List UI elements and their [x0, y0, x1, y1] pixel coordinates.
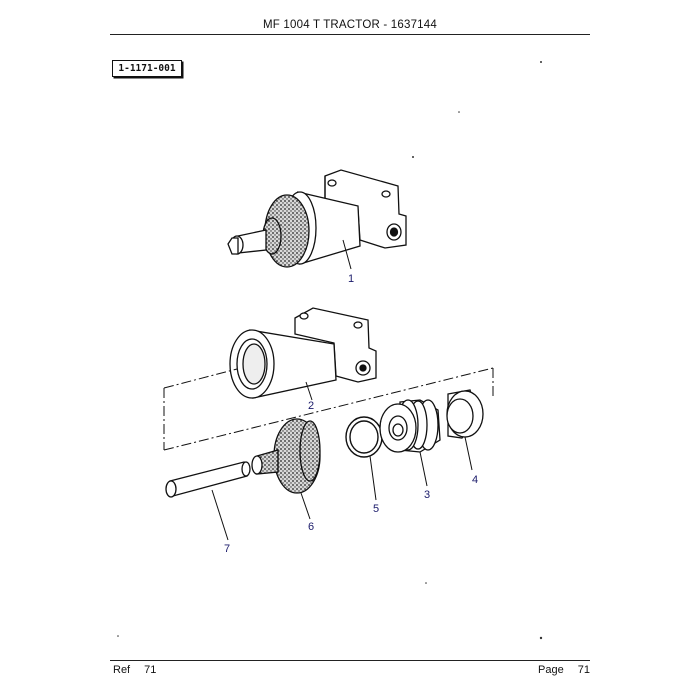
callout-6: 6	[308, 521, 314, 533]
ref-label: Ref	[113, 664, 131, 676]
part-3-piston	[379, 399, 441, 453]
assembly-guide-lines	[163, 367, 494, 451]
callout-2: 2	[308, 400, 314, 412]
footer-page: Page 71	[538, 664, 590, 676]
figure-reference-box: 1-1171-001	[112, 60, 182, 77]
part-7-push-rod	[165, 461, 251, 498]
scan-specks	[117, 61, 543, 640]
callout-1: 1	[348, 273, 354, 285]
part-5-snap-ring	[345, 416, 383, 458]
footer-ref: Ref 71	[113, 664, 156, 676]
callout-3: 3	[424, 489, 430, 501]
part-4-seal	[446, 389, 484, 439]
page-label: Page	[538, 664, 564, 676]
header-rule	[110, 34, 590, 35]
part-1-cylinder-assembly	[227, 169, 407, 268]
part-6-boot	[251, 418, 321, 494]
ref-number: 71	[144, 664, 157, 676]
callout-4: 4	[472, 474, 478, 486]
part-2-cylinder-body	[229, 307, 377, 399]
callout-7: 7	[224, 543, 230, 555]
callout-5: 5	[373, 503, 379, 515]
page-number: 71	[577, 664, 590, 676]
page-title: MF 1004 T TRACTOR - 1637144	[263, 19, 437, 31]
footer-rule	[110, 660, 590, 661]
